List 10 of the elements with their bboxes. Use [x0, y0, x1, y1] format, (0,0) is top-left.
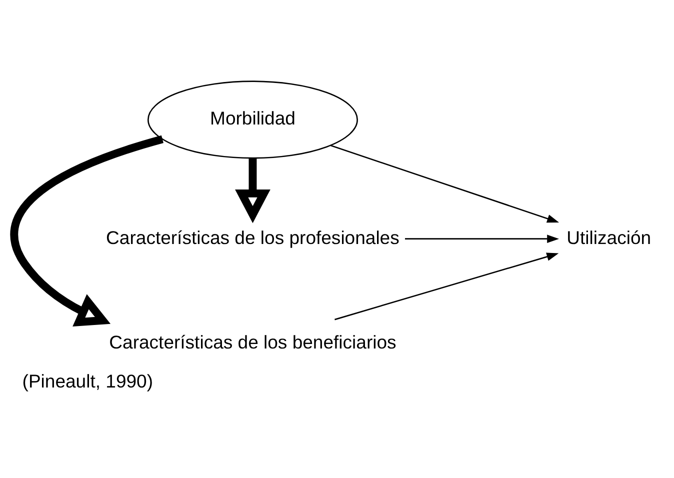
arrow	[334, 252, 559, 320]
arrow	[235, 158, 270, 223]
arrow	[405, 234, 560, 243]
node-ellipse: Morbilidad	[147, 80, 358, 158]
caption: (Pineault, 1990)	[22, 370, 154, 391]
node-text: Características de los beneficiarios	[109, 330, 396, 352]
node-text: Características de los profesionales	[106, 226, 400, 248]
arrow	[330, 144, 560, 222]
arrow	[10, 134, 164, 326]
node-text: Utilización	[566, 226, 652, 248]
